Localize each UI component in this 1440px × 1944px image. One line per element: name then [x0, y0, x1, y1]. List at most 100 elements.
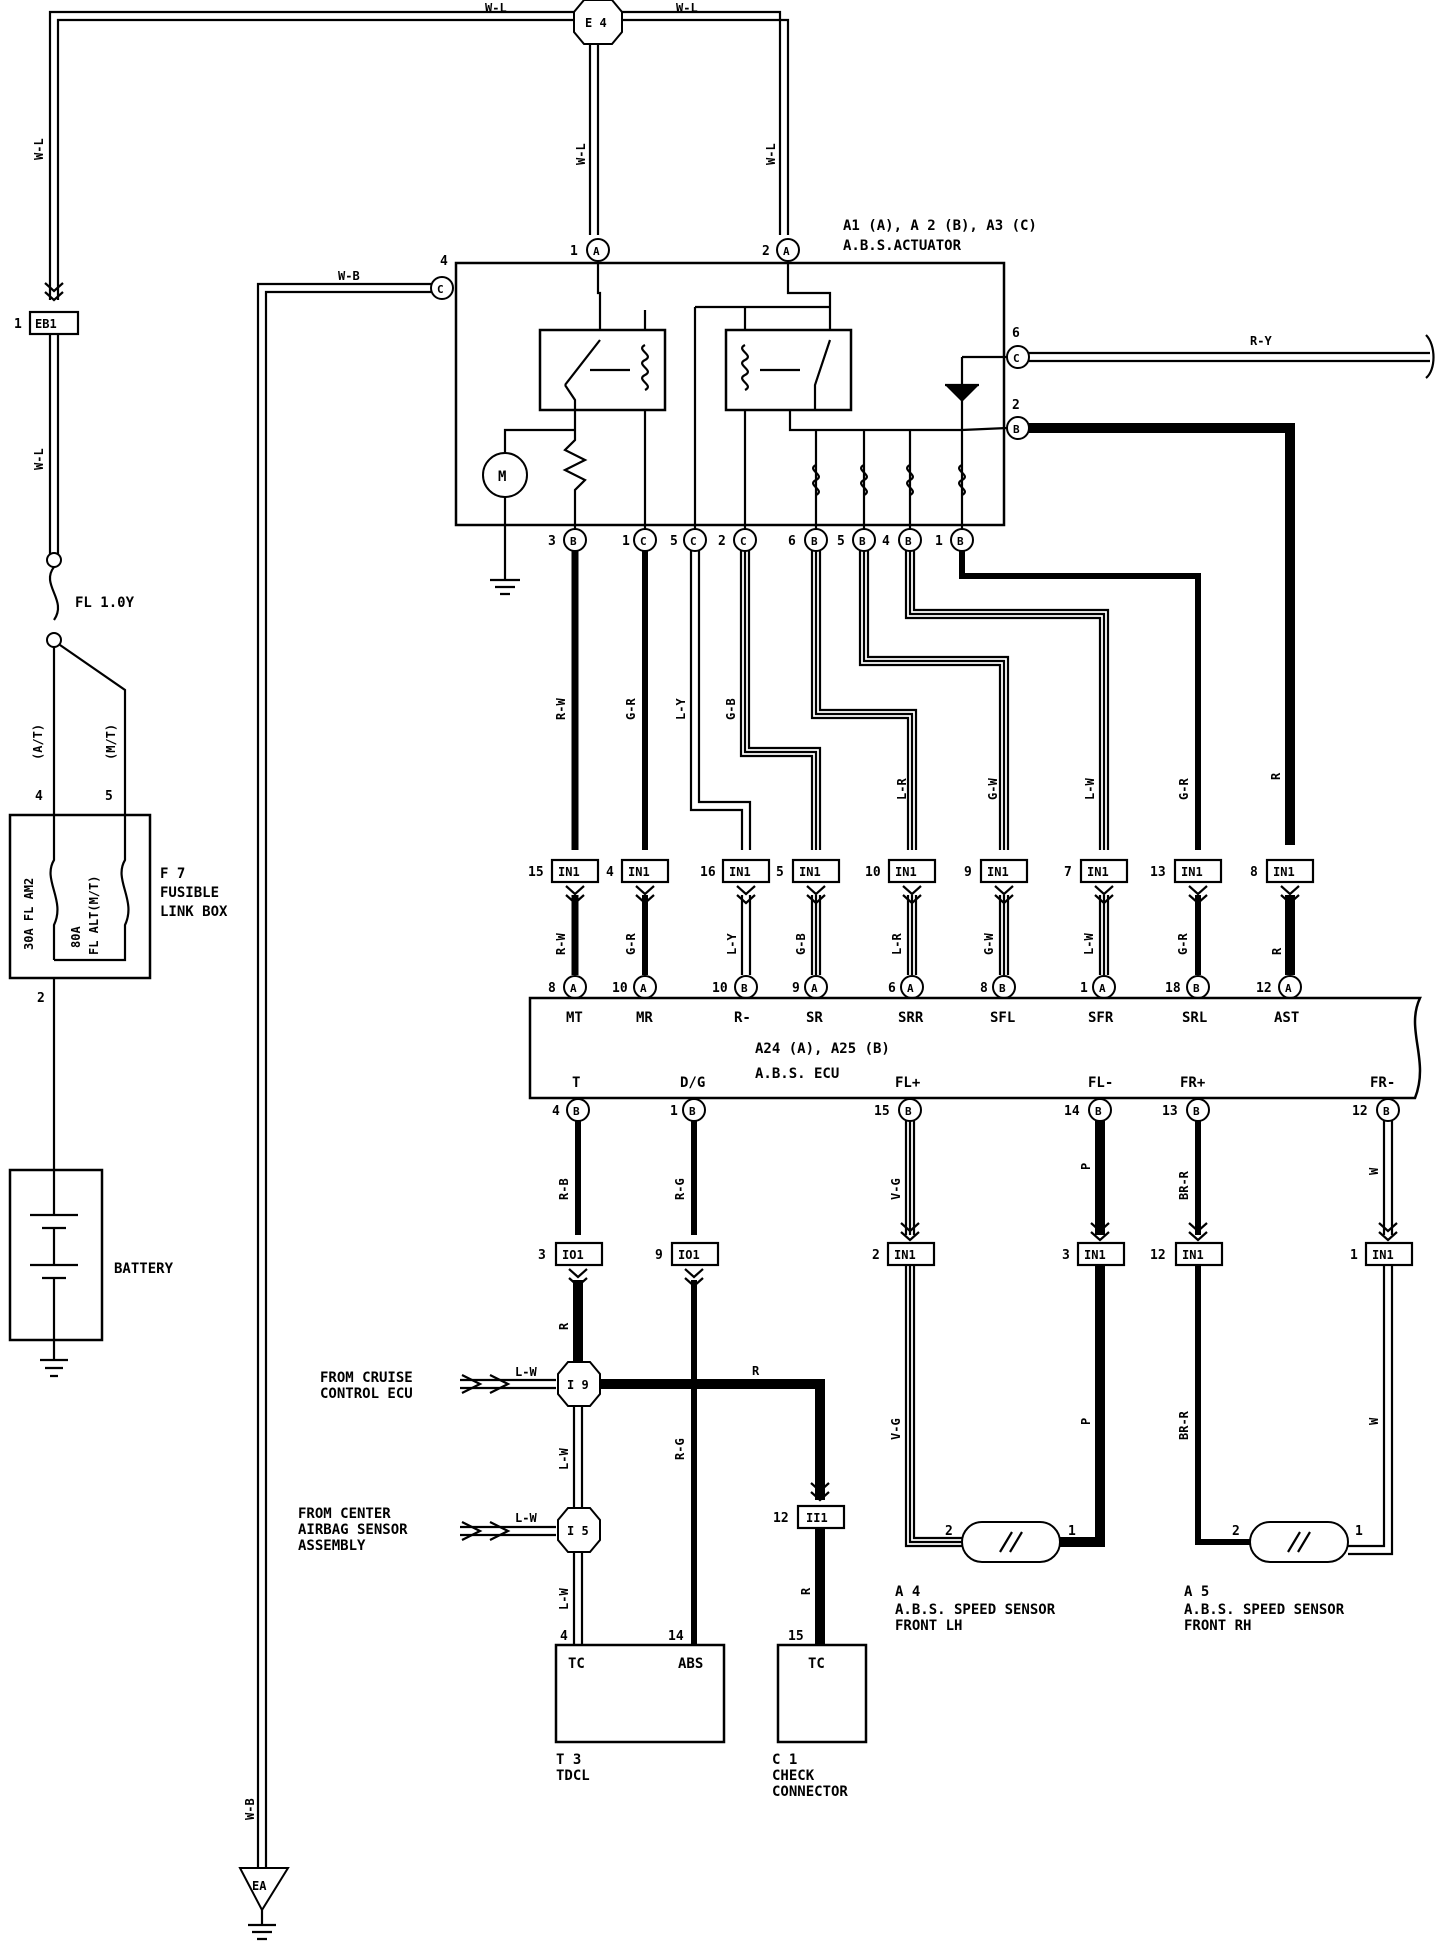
svg-text:IN1: IN1: [628, 865, 650, 879]
svg-text:12: 12: [773, 1511, 789, 1526]
svg-text:1: 1: [670, 1104, 678, 1119]
sensor-rh-name-2: FRONT RH: [1184, 1618, 1251, 1634]
wire-label-wl-mid: W-L: [32, 448, 46, 470]
check-name-2: CONNECTOR: [772, 1784, 848, 1800]
junction-i9: [557, 1361, 601, 1407]
from-cruise-2: CONTROL ECU: [320, 1386, 413, 1402]
ecu-name: A.B.S. ECU: [755, 1066, 839, 1082]
actuator-internal: [596, 261, 1008, 540]
svg-text:G-R: G-R: [624, 933, 638, 955]
svg-text:10: 10: [612, 981, 628, 996]
tdcl-name: TDCL: [556, 1768, 590, 1784]
pin-act-bot-2: 2: [718, 534, 726, 549]
label-rw-1: R-W: [554, 698, 568, 720]
wire-label-wl-top-right: W-L: [676, 1, 698, 15]
label-lr-1: L-R: [895, 778, 909, 800]
power-feed: W-L W-L EB1 1 W-L FL 1.0Y (A/T) (M/T) 4 …: [8, 1, 582, 1378]
actuator-term-4c: [430, 276, 454, 300]
arrow-airbag: [461, 1521, 511, 1541]
lower-connectors: IO1 3 IO1 9 IN1 2 IN1 3 IN1 12 IN1 1: [538, 1241, 1414, 1288]
svg-text:15: 15: [788, 1629, 804, 1644]
w-vg-sensor: [904, 1265, 965, 1548]
ecu-pin-flp: FL+: [895, 1075, 920, 1091]
svg-text:IN1: IN1: [1181, 865, 1203, 879]
in1-15: IN1 15: [528, 858, 600, 905]
svg-text:B: B: [741, 982, 748, 995]
actuator-bottom-terminals: B 3 C 1 C 5 C 2 B 6 B 5 B 4 B 1: [548, 528, 974, 552]
io1-3: IO1 3: [538, 1241, 604, 1267]
w-lw-i9-i5: [572, 1406, 584, 1508]
svg-text:P: P: [1079, 1163, 1093, 1170]
svg-text:7: 7: [1064, 865, 1072, 880]
from-airbag-2: AIRBAG SENSOR: [298, 1522, 408, 1538]
svg-text:4: 4: [552, 1104, 560, 1119]
act-bot-4b-letter: B: [905, 535, 912, 548]
svg-text:L-Y: L-Y: [725, 933, 739, 955]
svg-text:R-B: R-B: [557, 1178, 571, 1200]
svg-text:B: B: [573, 1105, 580, 1118]
svg-text:R: R: [1270, 947, 1284, 955]
svg-text:G-B: G-B: [794, 933, 808, 955]
act-bot-1c-letter: C: [640, 535, 647, 548]
actuator-name: A.B.S.ACTUATOR: [843, 238, 962, 254]
sensor-lh-id: A 4: [895, 1584, 920, 1600]
sensor-rh-mark: [1287, 1531, 1311, 1553]
svg-text:16: 16: [700, 865, 716, 880]
pin-eb1: 1: [14, 317, 22, 332]
w-ly-2: [740, 895, 752, 975]
w-lw-2: [1098, 895, 1110, 975]
wire-ry-break: [1425, 334, 1435, 379]
svg-text:A: A: [1285, 982, 1292, 995]
wire-lr-srr: [810, 551, 918, 850]
sensor-rh-id: A 5: [1184, 1584, 1209, 1600]
wire-label-wl-e4-down: W-L: [574, 143, 588, 165]
wire-gr-srl: [959, 551, 1201, 850]
pin-f7-4: 4: [35, 789, 43, 804]
svg-text:2: 2: [1232, 1524, 1240, 1539]
ecu-pin-sr: SR: [806, 1010, 823, 1026]
label-fl-alt-amp: 80A: [69, 926, 83, 948]
svg-text:2: 2: [945, 1524, 953, 1539]
in1b-12: IN1 12: [1150, 1241, 1224, 1267]
wire-ry: [1029, 351, 1430, 363]
svg-text:R-G: R-G: [673, 1438, 687, 1460]
act-bot-5c-letter: C: [690, 535, 697, 548]
battery-symbol: [30, 1170, 78, 1378]
sensor-lh-mark: [999, 1531, 1023, 1553]
right-side-wires: R-Y R: [1029, 334, 1435, 845]
actuator-id: A1 (A), A 2 (B), A3 (C): [843, 218, 1037, 234]
svg-text:L-W: L-W: [1082, 933, 1096, 955]
connector-eb1: [28, 310, 80, 336]
junction-e4: W-L W-L W-L E 4: [573, 0, 790, 235]
ecu-pin-rminus: R-: [734, 1010, 751, 1026]
svg-text:IN1: IN1: [1372, 1248, 1394, 1262]
svg-text:2: 2: [872, 1248, 880, 1263]
w-p-sensor: [1060, 1265, 1105, 1547]
w-lw-airbag: [460, 1525, 556, 1537]
svg-text:4: 4: [606, 865, 614, 880]
ground-ea-label: EA: [252, 1879, 267, 1893]
ecu-pin-srr: SRR: [898, 1010, 924, 1026]
in1b-2: IN1 2: [872, 1241, 936, 1267]
svg-text:P: P: [1079, 1418, 1093, 1425]
abs-actuator: A1 (A), A 2 (B), A3 (C) A.B.S.ACTUATOR A…: [430, 218, 1037, 596]
ecu-bottom-terminals: B4 B1 B15 B14 B13 B12: [552, 1098, 1400, 1122]
svg-text:9: 9: [655, 1248, 663, 1263]
svg-text:18: 18: [1165, 981, 1181, 996]
svg-text:9: 9: [792, 981, 800, 996]
svg-text:8: 8: [1250, 865, 1258, 880]
svg-text:IN1: IN1: [1182, 1248, 1204, 1262]
w-vg: [904, 1121, 916, 1235]
svg-text:W: W: [1367, 1417, 1381, 1425]
wire-ly-r: [689, 551, 752, 850]
svg-text:IN1: IN1: [894, 1248, 916, 1262]
wire-wb: [256, 282, 431, 1868]
sensor-lh-body: [961, 1521, 1061, 1563]
w-lr-2: [906, 895, 918, 975]
in1-8: IN1 8: [1250, 858, 1315, 905]
svg-text:II1: II1: [806, 1511, 828, 1525]
svg-text:L-W: L-W: [557, 1448, 571, 1470]
ecu-pin-frp: FR+: [1180, 1075, 1205, 1091]
in1-16: IN1 16: [700, 858, 771, 905]
